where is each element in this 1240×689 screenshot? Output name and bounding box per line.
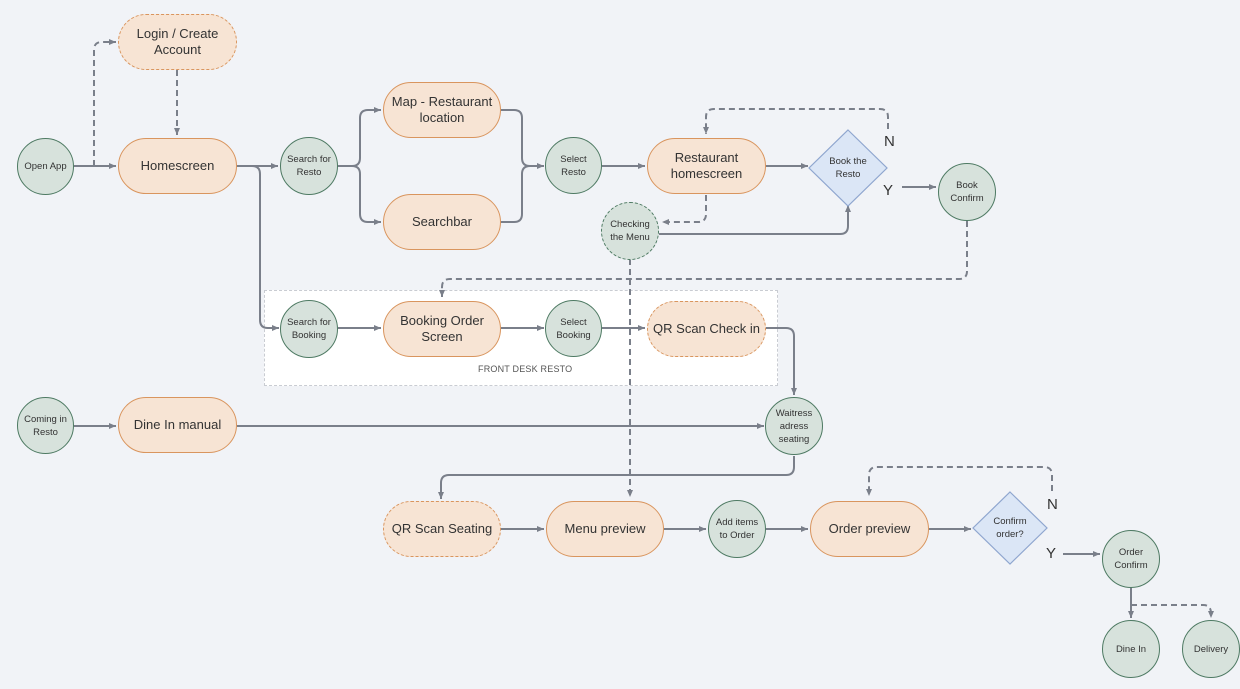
- edge-checkmenu-book: [659, 205, 851, 235]
- dine-in-node: Dine In: [1102, 620, 1160, 678]
- order-preview-node: Order preview: [810, 501, 929, 557]
- edge-searchbar-selectresto: [501, 165, 531, 223]
- order-yes-label: Y: [1046, 545, 1057, 562]
- book-resto-diamond-shape: [808, 129, 888, 207]
- search-for-booking-node: Search for Booking: [280, 300, 338, 358]
- edge-book-no-loop: [703, 108, 889, 134]
- order-no-label: N: [1047, 496, 1058, 513]
- searchbar-node: Searchbar: [383, 194, 501, 250]
- map-restaurant-location-node: Map - Restaurant location: [383, 82, 501, 138]
- edge-qrcheckin-waitress: [766, 327, 797, 395]
- edge-map-selectresto: [501, 109, 544, 169]
- add-items-to-order-node: Add items to Order: [708, 500, 766, 558]
- edge-resthome-checkmenu: [662, 195, 707, 225]
- select-resto-node: Select Resto: [545, 137, 602, 194]
- edge-homescreen-searchbooking: [251, 165, 279, 331]
- select-booking-node: Select Booking: [545, 300, 602, 357]
- book-confirm-node: Book Confirm: [938, 163, 996, 221]
- confirm-order-decision: Confirm order?: [993, 516, 1027, 540]
- delivery-node: Delivery: [1182, 620, 1240, 678]
- edge-waitress-qrseating: [438, 456, 795, 499]
- book-yes-label: Y: [883, 182, 894, 199]
- login-create-account-node: Login / Create Account: [118, 14, 237, 70]
- checking-the-menu-node: Checking the Menu: [601, 202, 659, 260]
- dine-in-manual-node: Dine In manual: [118, 397, 237, 453]
- front-desk-label: FRONT DESK RESTO: [478, 364, 573, 374]
- waitress-adress-seating-node: Waitress adress seating: [765, 397, 823, 455]
- restaurant-homescreen-node: Restaurant homescreen: [647, 138, 766, 194]
- menu-preview-node: Menu preview: [546, 501, 664, 557]
- qr-scan-check-in-node: QR Scan Check in: [647, 301, 766, 357]
- book-the-resto-decision: Book the Resto: [829, 156, 867, 180]
- edge-openapp-login: [93, 39, 116, 166]
- edge-orderconfirm-delivery: [1131, 604, 1214, 618]
- homescreen-node: Homescreen: [118, 138, 237, 194]
- book-no-label: N: [884, 133, 895, 150]
- search-for-resto-node: Search for Resto: [280, 137, 338, 195]
- edge-bookconfirm-bookingorder: [439, 221, 968, 297]
- order-confirm-node: Order Confirm: [1102, 530, 1160, 588]
- qr-scan-seating-node: QR Scan Seating: [383, 501, 501, 557]
- open-app-node: Open App: [17, 138, 74, 195]
- coming-in-resto-node: Coming in Resto: [17, 397, 74, 454]
- booking-order-screen-node: Booking Order Screen: [383, 301, 501, 357]
- edge-searchresto-searchbar: [351, 165, 381, 225]
- edge-confirm-no-loop: [866, 466, 1053, 496]
- edge-searchresto-map: [338, 107, 381, 167]
- confirm-order-diamond-shape: [972, 491, 1048, 565]
